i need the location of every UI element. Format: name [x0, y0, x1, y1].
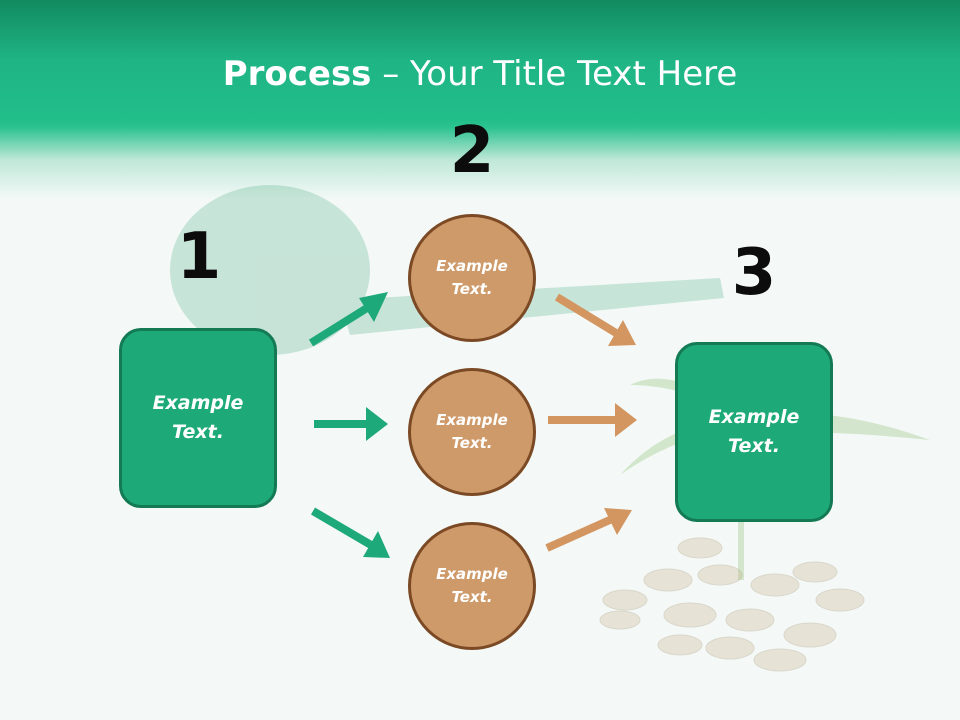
step-2-circle-text: Example Text.	[436, 565, 508, 606]
coin	[677, 537, 723, 559]
coin	[657, 634, 703, 656]
arrow-1-to-2-bottom	[310, 507, 390, 558]
title-bar	[0, 0, 960, 200]
step-number-1: 1	[176, 220, 222, 294]
watering-can-body	[170, 185, 370, 355]
arrow-1-to-2-top	[308, 292, 388, 347]
arrow-1-to-2-middle	[314, 407, 388, 441]
coin	[705, 636, 755, 660]
coin	[725, 608, 775, 632]
coin	[815, 588, 865, 612]
coin	[697, 564, 743, 586]
coin	[753, 648, 807, 672]
coin	[783, 622, 837, 648]
coin	[643, 568, 693, 592]
coin	[599, 610, 641, 630]
step-number-3: 3	[731, 236, 777, 310]
title-bold: Process	[222, 54, 372, 94]
coin	[602, 589, 648, 611]
coin	[792, 561, 838, 583]
arrow-2-to-3-bottom	[545, 508, 632, 552]
step-2-circle-text: Example Text.	[436, 257, 508, 298]
step-1-box: Example Text.	[119, 328, 277, 508]
step-2-circle-bottom: Example Text.	[408, 522, 536, 650]
step-3-text: Example Text.	[708, 406, 800, 457]
step-2-circle-text: Example Text.	[436, 411, 508, 452]
step-3-box: Example Text.	[675, 342, 833, 522]
step-2-circle-middle: Example Text.	[408, 368, 536, 496]
step-2-circle-top: Example Text.	[408, 214, 536, 342]
step-1-text: Example Text.	[152, 392, 244, 443]
slide-title: Process – Your Title Text Here	[0, 52, 960, 96]
arrow-2-to-3-top	[554, 293, 636, 346]
title-rest: – Your Title Text Here	[371, 54, 738, 94]
coin	[663, 602, 717, 628]
arrow-2-to-3-middle	[548, 403, 637, 437]
coin	[750, 573, 800, 597]
step-number-2: 2	[449, 114, 495, 188]
